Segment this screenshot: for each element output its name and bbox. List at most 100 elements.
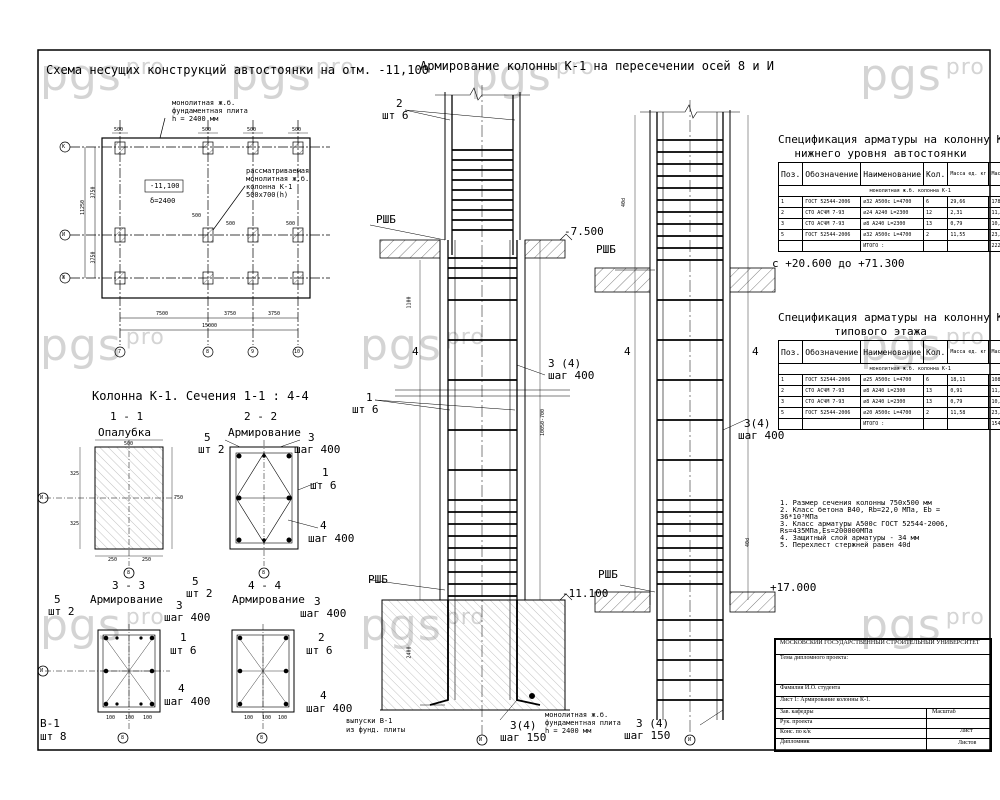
axis-I-label: И bbox=[40, 668, 44, 674]
note-line: Rs=435МПа,Es=200000МПа bbox=[780, 527, 873, 535]
level-box-text: -11,100 bbox=[150, 182, 180, 190]
spec2-total-row: ИТОГО : 154,0 bbox=[777, 418, 1000, 430]
section-4-name: 4 - 4 bbox=[248, 579, 282, 592]
callout-5-qty: шт 2 bbox=[186, 587, 213, 600]
callout-5: 5 bbox=[192, 575, 199, 588]
dim-small: 500 bbox=[192, 213, 202, 219]
spec1-header: Поз. bbox=[777, 162, 804, 186]
note-line: 3. Класс арматуры А500с ГОСТ 52544-2006, bbox=[780, 520, 949, 528]
dim-small: 500 bbox=[286, 221, 296, 227]
dim-small: 500 bbox=[292, 127, 302, 133]
section-2-2 bbox=[224, 439, 319, 579]
dim-left-1: 11250 bbox=[80, 199, 87, 216]
table-cell: ⌀32 А500с L=4700 bbox=[860, 229, 925, 241]
column-callout-2: 2 bbox=[396, 97, 403, 110]
axis-I-label: И bbox=[40, 495, 44, 501]
spec2-title-1: Спецификация арматуры на колонну К-1 bbox=[778, 311, 1000, 324]
table-cell: 11,58 bbox=[947, 407, 990, 419]
slab-label-2: фундаментная плита bbox=[172, 107, 248, 115]
table-cell: ⌀24 A240 L=2300 bbox=[860, 207, 925, 219]
table-cell: ⌀8 A240 L=2300 bbox=[860, 218, 925, 230]
callout-3-qty: шаг 400 bbox=[164, 611, 211, 624]
table-cell: 5 bbox=[777, 407, 804, 419]
callout-4: 4 bbox=[320, 689, 327, 702]
spec1-header-row: Поз. Обозначение Наименование Кол. Масса… bbox=[777, 162, 1000, 186]
spec1-header: Обозначение bbox=[802, 162, 862, 186]
dim-bottom-2: 3750 bbox=[224, 311, 237, 317]
column-callout-34b: 3(4) bbox=[744, 417, 771, 430]
stamp-sheets: Листов bbox=[958, 740, 977, 746]
axis-8-label: 8 bbox=[260, 735, 264, 741]
column-dim: 2400 bbox=[406, 646, 413, 659]
spec1-header: Масса изделия кг bbox=[988, 162, 1000, 186]
table-cell: 108,7 bbox=[988, 374, 1000, 386]
sections-title: Колонна К-1. Сечения 1-1 : 4-4 bbox=[92, 389, 309, 403]
table-cell: 0,79 bbox=[947, 218, 990, 230]
note-line: 2. Класс бетона В40, Rb=22,0 МПа, Eb = bbox=[780, 506, 941, 514]
column-callout-3b: 3(4) bbox=[510, 719, 537, 732]
table-cell: 6 bbox=[923, 374, 949, 386]
callout-4-qty: шаг 400 bbox=[164, 695, 211, 708]
column-title: Армирование колонны К-1 на пересечении о… bbox=[420, 59, 775, 73]
scheme-plan bbox=[59, 117, 330, 358]
dim-small: 500 bbox=[114, 127, 124, 133]
callout-3-qty: шаг 400 bbox=[294, 443, 341, 456]
rshb-label: РШБ bbox=[598, 568, 618, 581]
spec2-header: Масса ед. кг bbox=[947, 340, 990, 364]
section-1-dim-bottom: 250 bbox=[108, 557, 118, 563]
spec2-table: Поз. Обозначение Наименование Кол. Масса… bbox=[777, 340, 1000, 430]
stamp-lead: Рук. проекта bbox=[776, 718, 990, 729]
table-cell: 23,2 bbox=[988, 407, 1000, 419]
callout-5: 5 bbox=[54, 593, 61, 606]
callout-b1: В-1 bbox=[40, 717, 60, 730]
axis-I-label: И bbox=[479, 737, 483, 743]
table-cell: 10,3 bbox=[988, 218, 1000, 230]
spec1-group-row: монолитная ж.б. колонна К-1 bbox=[778, 185, 1000, 197]
spec1-group: монолитная ж.б. колонна К-1 bbox=[778, 185, 1000, 197]
axis-I-label: И bbox=[688, 737, 692, 743]
section-1-dim-top: 500 bbox=[124, 441, 134, 447]
table-cell: 3 bbox=[777, 218, 804, 230]
spec1-header: Масса ед. кг bbox=[947, 162, 990, 186]
table-cell: 13 bbox=[923, 385, 949, 397]
table-cell: ГОСТ 52544-2006 bbox=[802, 407, 862, 419]
table-cell: 0,91 bbox=[947, 385, 990, 397]
column-callout-34-qty: шаг 400 bbox=[548, 369, 595, 382]
table-cell: 5 bbox=[777, 229, 804, 241]
rshb-label: РШБ bbox=[368, 573, 388, 586]
spec2-header: Кол. bbox=[923, 340, 949, 364]
column-label-1: рассматриваемая bbox=[246, 167, 310, 175]
axis-col-9: 9 bbox=[251, 349, 255, 355]
axis-8-label: 8 bbox=[121, 735, 125, 741]
dim-left-2: 3750 bbox=[90, 186, 97, 199]
scheme-title: Схема несущих конструкций автостоянки на… bbox=[46, 63, 429, 77]
note-line: 4. Защитный слой арматуры - 34 мм bbox=[780, 534, 920, 542]
slab-label-1: монолитная ж.б. bbox=[172, 99, 236, 107]
slab-note-2: фундаментная плита bbox=[545, 719, 621, 727]
spec1-table: Поз. Обозначение Наименование Кол. Масса… bbox=[777, 162, 1000, 252]
column-dim: 1100 bbox=[406, 296, 413, 309]
delta-text: δ=2400 bbox=[150, 197, 176, 205]
table-cell: СТО АСЧМ 7-93 bbox=[802, 218, 862, 230]
axis-8-label: 8 bbox=[262, 570, 266, 576]
table-cell: 1 bbox=[777, 196, 804, 208]
table-cell: ГОСТ 52544-2006 bbox=[802, 374, 862, 386]
callout-1-qty: шт 6 bbox=[310, 479, 337, 492]
note-line: 36*10³МПа bbox=[780, 513, 818, 521]
slab-note-1: монолитная ж.б. bbox=[545, 711, 609, 719]
section-1-1 bbox=[37, 439, 175, 579]
section-1-dim-side: 325 bbox=[70, 471, 80, 477]
slab-label-3: h = 2400 мм bbox=[172, 115, 219, 123]
stamp-scale: Масштаб bbox=[932, 709, 956, 715]
table-cell: 12 bbox=[923, 207, 949, 219]
table-cell: СТО АСЧМ 7-93 bbox=[802, 207, 862, 219]
table-cell: СТО АСЧМ 7-93 bbox=[802, 396, 862, 408]
table-cell: 11,5 bbox=[988, 207, 1000, 219]
callout-5-qty: шт 2 bbox=[198, 443, 225, 456]
level-4: +17.000 bbox=[770, 581, 817, 594]
